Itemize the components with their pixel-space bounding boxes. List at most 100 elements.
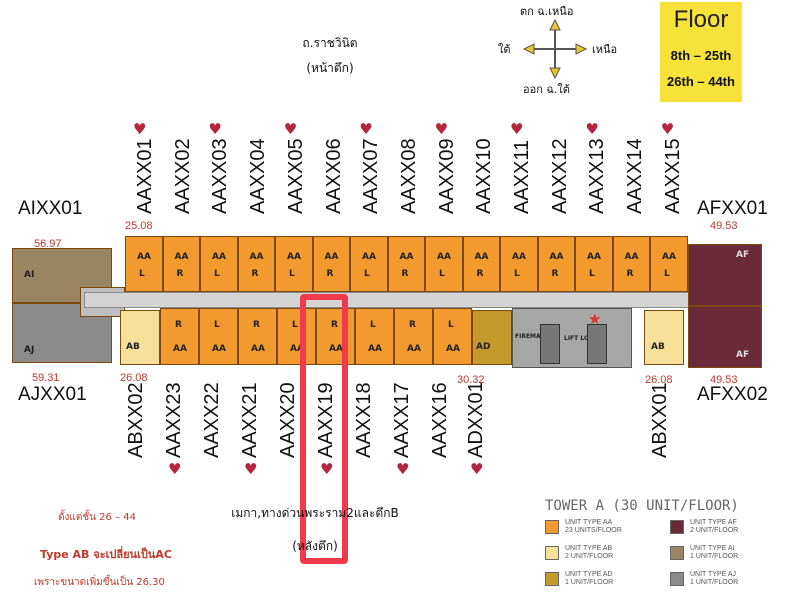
unit-label-aaxx12[interactable]: AAXX12 xyxy=(548,138,571,214)
unit-block-aaxx22[interactable] xyxy=(199,308,238,365)
area-ab02: 26.08 xyxy=(120,372,148,384)
unit-block-aaxx13[interactable] xyxy=(575,236,613,292)
unit-label-adxx01[interactable]: ADXX01 xyxy=(465,381,487,458)
lift-shaft xyxy=(587,324,607,364)
unit-label-aaxx18[interactable]: AAXX18 xyxy=(353,382,375,458)
unit-label-af02[interactable]: AFXX02 xyxy=(697,384,768,405)
legend-swatch xyxy=(545,520,559,534)
heart-icon: ♥ xyxy=(208,120,222,138)
unit-label-aaxx16[interactable]: AAXX16 xyxy=(429,382,451,458)
unit-label-aaxx10[interactable]: AAXX10 xyxy=(473,138,496,214)
tag-room: R xyxy=(409,320,416,330)
unit-label-aaxx15[interactable]: AAXX15 xyxy=(661,138,684,214)
compass-east-label: เหนือ xyxy=(592,43,618,56)
unit-block-aaxx10[interactable] xyxy=(462,236,500,292)
unit-block-aaxx21[interactable] xyxy=(238,308,277,365)
tag-room: L xyxy=(214,320,220,330)
heart-icon: ♥ xyxy=(585,120,599,138)
unit-label-aaxx04[interactable]: AAXX04 xyxy=(247,138,270,214)
unit-label-aaxx08[interactable]: AAXX08 xyxy=(397,138,420,214)
unit-label-aaxx02[interactable]: AAXX02 xyxy=(171,138,194,214)
unit-block-aaxx12[interactable] xyxy=(537,236,575,292)
unit-block-aaxx16[interactable] xyxy=(433,308,472,365)
unit-block-aaxx04[interactable] xyxy=(237,236,275,292)
unit-label-aaxx23[interactable]: AAXX23 xyxy=(163,382,185,458)
unit-block-af02[interactable] xyxy=(688,306,762,368)
top-road-label: ถ.ราชวินิต (หน้าตึก) xyxy=(290,34,370,78)
tag-ab01: AB xyxy=(651,342,665,352)
unit-label-aaxx13[interactable]: AAXX13 xyxy=(586,138,609,214)
unit-label-aaxx21[interactable]: AAXX21 xyxy=(239,382,261,458)
heart-icon: ♥ xyxy=(510,120,524,138)
tag-aa: AA xyxy=(212,252,226,262)
lift-lobby-label: LIFT LOBBY xyxy=(564,335,603,342)
unit-block-aaxx07[interactable] xyxy=(350,236,388,292)
area-aa01: 25.08 xyxy=(125,220,153,232)
unit-block-ai[interactable] xyxy=(12,248,112,303)
unit-block-aaxx19[interactable] xyxy=(316,308,355,365)
area-af01: 49.53 xyxy=(710,220,738,232)
tag-room: L xyxy=(664,269,670,279)
heart-icon: ♥ xyxy=(133,120,147,138)
unit-block-aaxx08[interactable] xyxy=(387,236,425,292)
unit-block-aaxx03[interactable] xyxy=(200,236,238,292)
tag-aa: AA xyxy=(174,252,189,262)
tag-aa: AA xyxy=(587,252,601,262)
unit-label-aaxx09[interactable]: AAXX09 xyxy=(435,138,458,214)
heart-icon: ♥ xyxy=(283,120,298,138)
legend-title: TOWER A (30 UNIT/FLOOR) xyxy=(545,498,739,514)
unit-block-af01[interactable] xyxy=(688,244,762,306)
tag-room: L xyxy=(364,269,370,279)
unit-block-aaxx09[interactable] xyxy=(425,236,463,292)
floor-range-1: 8th – 25th xyxy=(670,48,732,63)
unit-label-aaxx05[interactable]: AAXX05 xyxy=(284,138,307,214)
unit-block-aaxx11[interactable] xyxy=(500,236,538,292)
unit-block-aaxx01[interactable] xyxy=(125,236,163,292)
tag-room: L xyxy=(448,320,454,330)
unit-label-af01[interactable]: AFXX01 xyxy=(697,198,768,219)
unit-label-aaxx06[interactable]: AAXX06 xyxy=(322,138,345,214)
unit-block-ab01[interactable] xyxy=(644,310,684,365)
area-af02: 49.53 xyxy=(710,374,738,386)
floor-range-box: Floor 8th – 25th 26th – 44th xyxy=(660,2,742,102)
unit-label-abxx02[interactable]: ABXX02 xyxy=(125,382,147,458)
unit-label-aaxx14[interactable]: AAXX14 xyxy=(624,138,647,214)
heart-icon: ♥ xyxy=(168,460,182,478)
tag-room: R xyxy=(253,320,260,330)
unit-label-abxx01[interactable]: ABXX01 xyxy=(649,382,671,458)
unit-label-aaxx17[interactable]: AAXX17 xyxy=(391,382,413,458)
bottom-road-name: เมกา,ทางด่วนพระราม2และตึกB xyxy=(231,506,399,520)
heart-icon: ♥ xyxy=(320,460,334,478)
unit-label-aaxx03[interactable]: AAXX03 xyxy=(209,138,232,214)
unit-label-aaxx22[interactable]: AAXX22 xyxy=(201,382,223,458)
compass-west-label: ใต้ xyxy=(498,43,511,56)
unit-label-aj[interactable]: AJXX01 xyxy=(18,384,87,405)
unit-block-aaxx14[interactable] xyxy=(612,236,650,292)
unit-block-ab02[interactable] xyxy=(120,310,160,365)
legend-swatch xyxy=(670,546,684,560)
tag-aa: AA xyxy=(446,344,460,354)
unit-block-aaxx02[interactable] xyxy=(162,236,200,292)
unit-label-ai[interactable]: AIXX01 xyxy=(18,198,83,219)
floor-range-2: 26th – 44th xyxy=(667,74,735,89)
unit-label-aaxx01[interactable]: AAXX01 xyxy=(134,138,156,214)
unit-label-aaxx07[interactable]: AAXX07 xyxy=(360,138,383,214)
area-ab01: 26.08 xyxy=(645,374,673,386)
unit-block-aaxx18[interactable] xyxy=(355,308,394,365)
unit-block-aaxx06[interactable] xyxy=(312,236,350,292)
heart-icon: ♥ xyxy=(434,120,449,138)
legend-swatch xyxy=(670,572,684,586)
unit-block-aaxx05[interactable] xyxy=(275,236,313,292)
unit-label-aaxx11[interactable]: AAXX11 xyxy=(511,139,533,214)
tag-room: L xyxy=(214,269,220,279)
unit-block-aaxx17[interactable] xyxy=(394,308,433,365)
tag-room: R xyxy=(551,269,559,279)
tag-ad: AD xyxy=(476,342,491,352)
unit-block-aaxx23[interactable] xyxy=(160,308,199,365)
tag-aa: AA xyxy=(407,344,421,354)
unit-block-aaxx15[interactable] xyxy=(650,236,688,292)
unit-block-aaxx20[interactable] xyxy=(277,308,316,365)
unit-block-ad[interactable] xyxy=(472,310,512,365)
unit-label-aaxx20[interactable]: AAXX20 xyxy=(277,382,299,458)
